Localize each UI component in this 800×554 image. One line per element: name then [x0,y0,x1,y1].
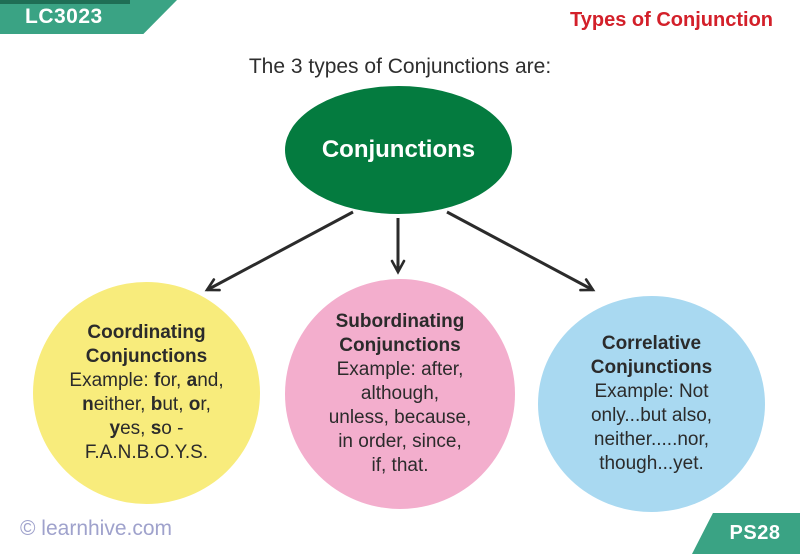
circle-text-line: neither.....nor, [593,429,710,450]
diagram-caption: The 3 types of Conjunctions are: [248,55,552,78]
circle-text-line: Correlative [601,333,702,354]
page-number-label: PS28 [729,522,781,544]
copyright-text: © learnhive.com [20,517,173,540]
arrow-to-coordinating [204,210,354,292]
page-number-tab: PS28 [692,513,800,554]
circle-text-line: Example: Not [594,381,709,402]
circle-text-line: Subordinating [335,311,465,332]
arrow-to-correlative [446,210,596,292]
circle-text-line: Example: for, and, [69,370,224,391]
circle-text-line: yes, so - [109,418,184,439]
circle-text-line: Conjunctions [85,346,208,367]
circle-text-line: only...but also, [590,405,713,426]
circle-text-line: unless, because, [328,407,472,428]
code-tab-label: LC3023 [25,5,103,28]
circle-text-line: although, [360,383,440,404]
code-tab-top-edge [0,0,130,4]
code-tab: LC3023 [0,0,177,34]
circle-text-line: if, that. [371,455,429,476]
circle-text-line: Coordinating [87,322,206,343]
circle-text-line: Conjunctions [339,335,461,356]
root-node-label: Conjunctions [321,136,476,163]
circle-text-line: in order, since, [338,431,462,452]
circle-text-line: F.A.N.B.O.Y.S. [84,442,209,463]
circle-text-line: Example: after, [336,359,464,380]
circle-text-line: though...yet. [599,453,704,474]
root-node-conjunctions: Conjunctions [285,86,512,214]
page-title: Types of Conjunction [570,9,773,31]
circle-text-line: neither, but, or, [82,394,211,415]
circle-text-line: Conjunctions [590,357,713,378]
